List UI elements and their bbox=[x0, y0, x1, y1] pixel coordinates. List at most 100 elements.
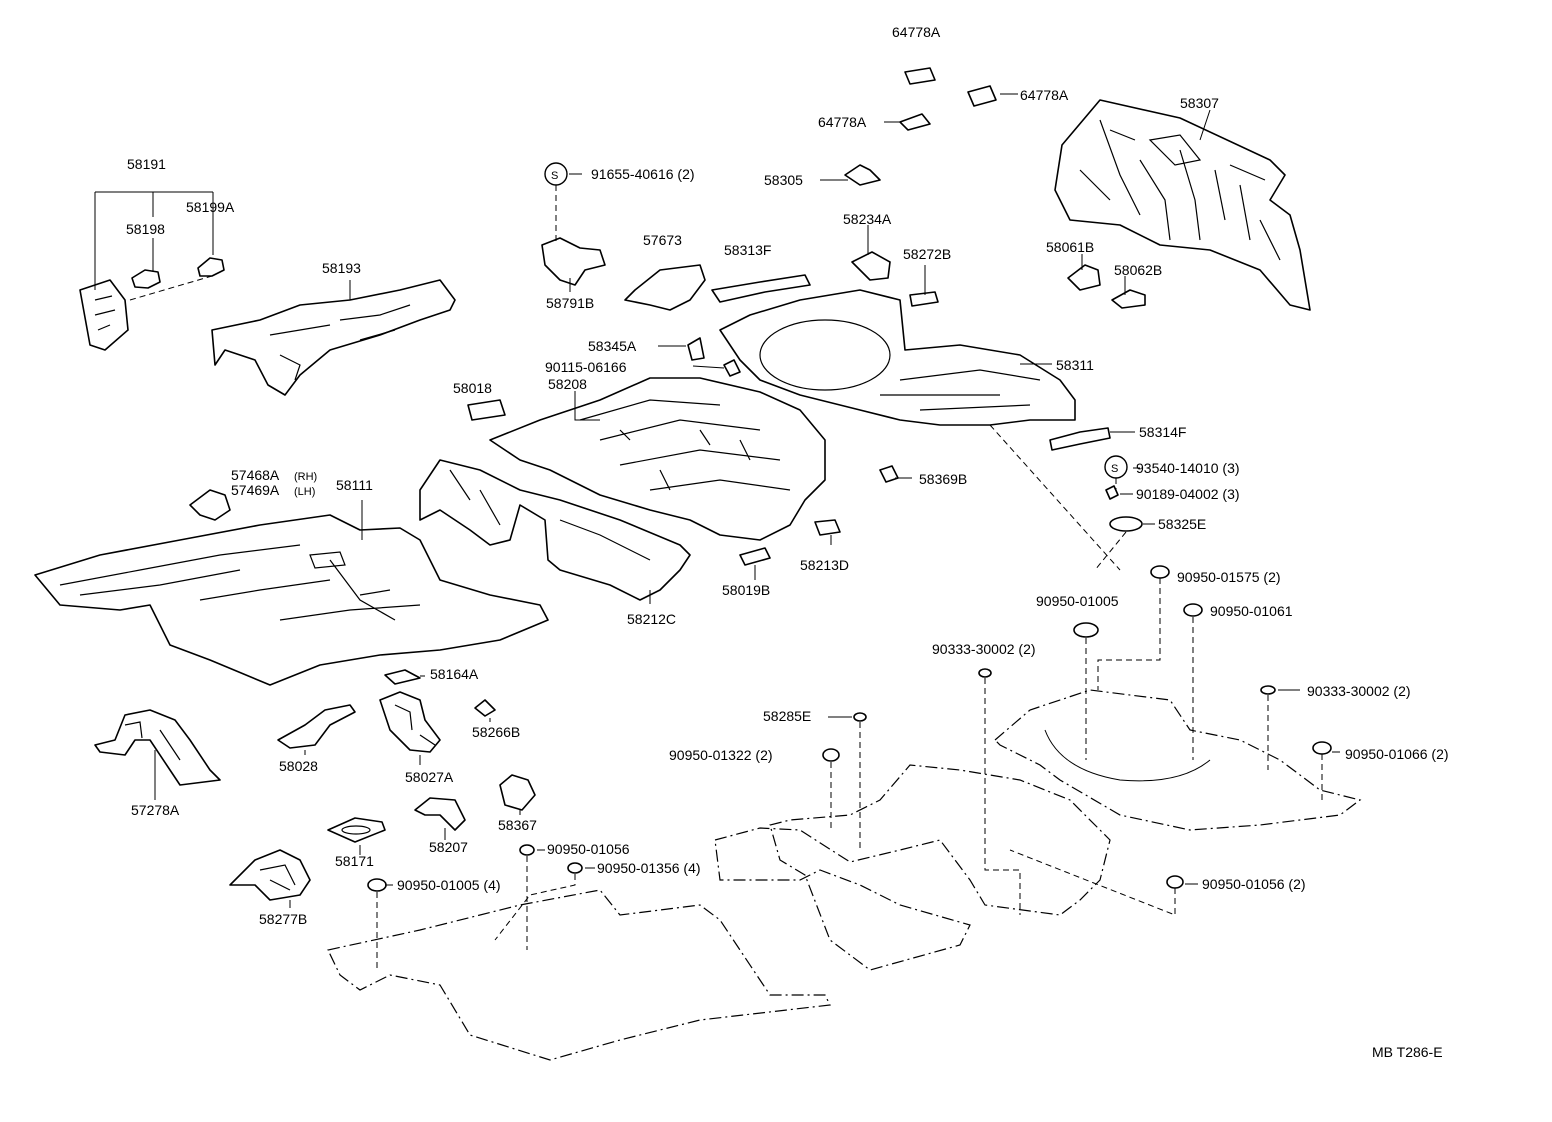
label-58171: 58171 bbox=[335, 853, 374, 869]
part-58191-bracket bbox=[79, 279, 129, 351]
plug-90333-left bbox=[978, 668, 992, 678]
part-58028-bracket bbox=[277, 704, 356, 749]
part-58791b-bracket bbox=[541, 237, 606, 286]
label-57469a-side: (LH) bbox=[294, 486, 315, 498]
plug-90333-right bbox=[1260, 685, 1276, 695]
label-64778a-top: 64778A bbox=[892, 24, 941, 40]
part-58313f-member bbox=[711, 274, 811, 303]
plug-90950-01056-right bbox=[1166, 875, 1184, 889]
label-58027a: 58027A bbox=[405, 769, 454, 785]
label-58208: 58208 bbox=[548, 376, 587, 392]
label-58213d: 58213D bbox=[800, 557, 849, 573]
label-90333-right: 90333-30002 (2) bbox=[1307, 683, 1411, 699]
label-90950-01356: 90950-01356 (4) bbox=[597, 860, 701, 876]
part-58193-tunnel bbox=[211, 279, 456, 396]
label-57468a: 57468A bbox=[231, 467, 280, 483]
supplier-marker-s1 bbox=[544, 162, 568, 186]
supplier-marker-s2 bbox=[1104, 455, 1128, 479]
part-64778a-right bbox=[967, 85, 997, 107]
part-58111-front-floor bbox=[34, 514, 549, 686]
label-58062b: 58062B bbox=[1114, 262, 1162, 278]
label-93540: 93540-14010 (3) bbox=[1136, 460, 1240, 476]
label-57469a: 57469A bbox=[231, 482, 280, 498]
label-90189: 90189-04002 (3) bbox=[1136, 486, 1240, 502]
label-90333-left: 90333-30002 (2) bbox=[932, 641, 1036, 657]
label-58307: 58307 bbox=[1180, 95, 1219, 111]
label-58369b: 58369B bbox=[919, 471, 967, 487]
label-58061b: 58061B bbox=[1046, 239, 1094, 255]
part-58345a-bracket bbox=[687, 337, 705, 361]
plug-90950-01575 bbox=[1150, 565, 1170, 579]
label-58018: 58018 bbox=[453, 380, 492, 396]
part-58305-bracket bbox=[844, 164, 881, 186]
part-58369b-bracket bbox=[879, 465, 899, 483]
label-58277b: 58277B bbox=[259, 911, 307, 927]
leaders bbox=[94, 93, 1340, 968]
label-58305: 58305 bbox=[764, 172, 803, 188]
label-90950-01322: 90950-01322 (2) bbox=[669, 747, 773, 763]
silencer-sheet-rear bbox=[994, 689, 1362, 831]
part-58018-pad bbox=[467, 399, 506, 421]
label-58111: 58111 bbox=[336, 477, 373, 493]
label-90115: 90115-06166 bbox=[545, 359, 627, 375]
label-58313f: 58313F bbox=[724, 242, 771, 258]
part-labels: 64778A 64778A 64778A 58307 58191 58198 5… bbox=[126, 24, 1449, 1060]
label-58234a: 58234A bbox=[843, 211, 892, 227]
label-58028: 58028 bbox=[279, 758, 318, 774]
label-58207: 58207 bbox=[429, 839, 468, 855]
plug-90950-01005-mid bbox=[1073, 622, 1099, 638]
part-58171-pad bbox=[327, 817, 386, 843]
label-90950-01005-left: 90950-01005 (4) bbox=[397, 877, 501, 893]
label-58272b: 58272B bbox=[903, 246, 951, 262]
part-58207-bracket bbox=[414, 797, 466, 831]
plug-90950-01356 bbox=[567, 862, 583, 874]
label-90950-01575: 90950-01575 (2) bbox=[1177, 569, 1281, 585]
part-64778a-left bbox=[899, 113, 931, 131]
plug-90950-01005-left bbox=[367, 878, 387, 892]
label-57468a-side: (RH) bbox=[294, 471, 317, 483]
part-58061b-bracket bbox=[1067, 264, 1101, 291]
plug-58285e bbox=[853, 712, 867, 722]
label-90950-01056-right: 90950-01056 (2) bbox=[1202, 876, 1306, 892]
label-90950-01066: 90950-01066 (2) bbox=[1345, 746, 1449, 762]
part-58314f-member bbox=[1049, 427, 1111, 451]
part-58311-rear-floor bbox=[719, 289, 1076, 426]
part-58234a-bracket bbox=[851, 251, 891, 281]
label-91655: 91655-40616 (2) bbox=[591, 166, 695, 182]
part-58325e-plug bbox=[1109, 516, 1143, 532]
label-58314f: 58314F bbox=[1139, 424, 1186, 440]
part-58208-center-floor bbox=[489, 377, 826, 541]
part-58027a-bracket bbox=[379, 691, 441, 753]
part-58307-rear-panel bbox=[1054, 99, 1311, 311]
label-90950-01005-mid: 90950-01005 bbox=[1036, 593, 1119, 609]
label-58345a: 58345A bbox=[588, 338, 637, 354]
label-58191: 58191 bbox=[127, 156, 166, 172]
silencer-sheet-center bbox=[714, 764, 1111, 971]
part-58266b-bracket bbox=[474, 699, 496, 717]
part-58272b-pad bbox=[909, 291, 939, 307]
part-58019b-pad bbox=[739, 547, 771, 566]
part-64778a-top bbox=[904, 67, 936, 85]
part-58164a-bracket bbox=[384, 669, 421, 685]
label-58193: 58193 bbox=[322, 260, 361, 276]
label-58311: 58311 bbox=[1056, 357, 1094, 373]
label-58164a: 58164A bbox=[430, 666, 479, 682]
label-58285e: 58285E bbox=[763, 708, 811, 724]
label-90950-01061: 90950-01061 bbox=[1210, 603, 1293, 619]
label-s2: S bbox=[551, 170, 558, 182]
label-s1: S bbox=[1111, 463, 1118, 475]
part-57468a-bracket bbox=[189, 489, 231, 521]
plug-90950-01322 bbox=[822, 748, 840, 762]
part-58367-bracket bbox=[499, 774, 536, 811]
part-58213d-pad bbox=[814, 519, 841, 536]
label-57673: 57673 bbox=[643, 232, 682, 248]
label-64778a-right: 64778A bbox=[1020, 87, 1069, 103]
part-57673-bracket bbox=[624, 264, 706, 311]
part-58212c-side-member bbox=[419, 459, 691, 601]
plug-90950-01066 bbox=[1312, 741, 1332, 755]
label-64778a-left: 64778A bbox=[818, 114, 867, 130]
part-58277b-bracket bbox=[229, 849, 311, 901]
part-58199a-plug bbox=[197, 257, 225, 277]
label-58266b: 58266B bbox=[472, 724, 520, 740]
